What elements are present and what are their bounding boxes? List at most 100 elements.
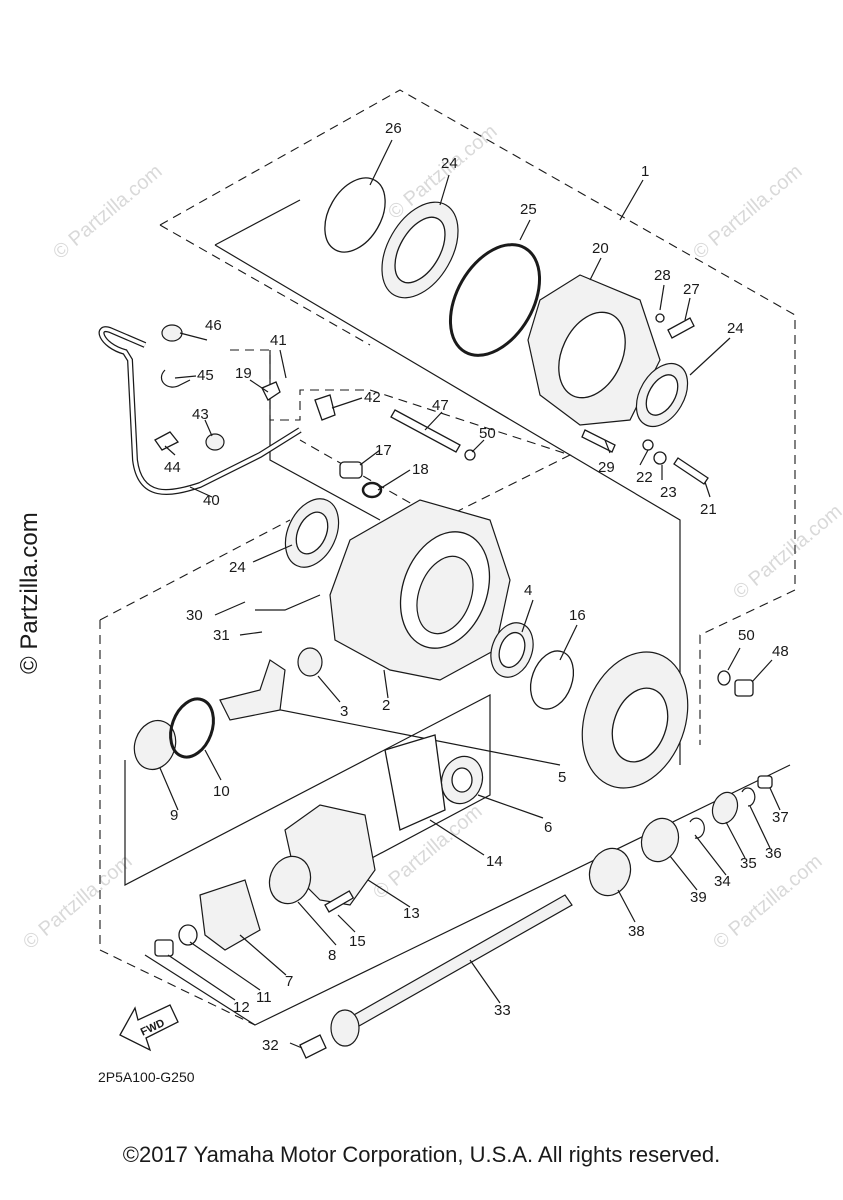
callout-45: 44 xyxy=(164,459,181,476)
washer-50 xyxy=(717,670,731,686)
watermark: © Partzilla.com xyxy=(19,850,136,953)
callout-31: 30 xyxy=(186,607,203,624)
callout-13: 13 xyxy=(403,905,420,922)
circlip-37 xyxy=(741,787,756,807)
gear-9 xyxy=(133,719,177,771)
callout-41: 40 xyxy=(203,492,220,509)
callout-2: 2 xyxy=(382,697,390,714)
watermark: © Partzilla.com xyxy=(49,160,166,263)
watermark: © Partzilla.com xyxy=(729,500,843,603)
callout-26: 25 xyxy=(520,201,537,218)
diagram-code: 2P5A100-G250 xyxy=(98,1069,195,1085)
o-ring-18 xyxy=(361,481,383,499)
watermark: © Partzilla.com xyxy=(689,160,806,263)
callout-37: 36 xyxy=(765,845,782,862)
clip-43 xyxy=(314,394,336,421)
callout-29: 28 xyxy=(654,267,671,284)
washer-11 xyxy=(178,924,198,946)
callout-50a: 50 xyxy=(479,425,496,442)
callout-18: 18 xyxy=(412,461,429,478)
callout-24b: 24 xyxy=(229,559,246,576)
clip-45 xyxy=(154,431,180,451)
copyright-notice: ©2017 Yamaha Motor Corporation, U.S.A. A… xyxy=(122,1142,721,1167)
callout-10: 10 xyxy=(213,783,230,800)
callout-1: 1 xyxy=(641,163,649,180)
callout-44: 43 xyxy=(192,406,209,423)
callout-16: 16 xyxy=(569,607,586,624)
bolt-48 xyxy=(390,409,461,453)
bolt-30 xyxy=(581,429,616,453)
callout-46: 45 xyxy=(197,367,214,384)
plug-17 xyxy=(339,461,363,479)
bearing-36 xyxy=(711,791,739,825)
cap-47 xyxy=(161,324,183,342)
callout-23: 23 xyxy=(660,484,677,501)
gasket-14 xyxy=(384,734,446,831)
callout-25: 24 xyxy=(441,155,458,172)
callout-14: 14 xyxy=(486,853,503,870)
drive-shaft-34 xyxy=(344,894,573,1031)
callout-19: 19 xyxy=(235,365,252,382)
callout-9: 9 xyxy=(170,807,178,824)
callout-12: 12 xyxy=(233,999,250,1016)
callout-35: 34 xyxy=(714,873,731,890)
pinion-gear xyxy=(219,659,286,721)
callout-8: 8 xyxy=(328,947,336,964)
o-ring-10 xyxy=(169,697,215,759)
callout-50b: 50 xyxy=(738,627,755,644)
callout-17: 17 xyxy=(375,442,392,459)
callout-21: 21 xyxy=(700,501,717,518)
callout-48: 47 xyxy=(432,397,449,414)
collar-3 xyxy=(297,647,323,677)
coupling-39 xyxy=(588,847,632,897)
vertical-watermark: © Partzilla.com xyxy=(16,512,43,674)
callout-24a: 24 xyxy=(727,320,744,337)
callout-30: 29 xyxy=(598,459,615,476)
callout-labels: 26 24 25 1 20 28 27 24 46 41 19 45 42 47… xyxy=(98,120,789,1085)
ring-27 xyxy=(324,177,386,253)
callout-32: 31 xyxy=(213,627,230,644)
shim-16 xyxy=(529,650,575,710)
callout-47: 46 xyxy=(205,317,222,334)
callout-27: 26 xyxy=(385,120,402,137)
bolt-28 xyxy=(667,317,695,339)
callout-22: 22 xyxy=(636,469,653,486)
callout-5: 5 xyxy=(558,769,566,786)
stud-21 xyxy=(673,457,709,485)
callout-42: 41 xyxy=(270,332,287,349)
callout-11: 11 xyxy=(256,989,272,1006)
callout-7: 7 xyxy=(285,973,293,990)
callout-4: 4 xyxy=(524,582,532,599)
watermark: © Partzilla.com xyxy=(709,850,826,953)
callout-3: 3 xyxy=(340,703,348,720)
callout-6: 6 xyxy=(544,819,552,836)
flange-7 xyxy=(199,879,261,951)
callout-15: 15 xyxy=(349,933,366,950)
callout-38: 37 xyxy=(772,809,789,826)
clamp-46 xyxy=(160,369,191,388)
seal-8 xyxy=(268,855,312,905)
callout-43: 42 xyxy=(364,389,381,406)
fwd-arrow: FWD xyxy=(119,1004,179,1052)
clamp-44 xyxy=(205,433,225,451)
callout-40: 39 xyxy=(690,889,707,906)
callout-39: 38 xyxy=(628,923,645,940)
union-19 xyxy=(261,381,281,401)
callout-49: 48 xyxy=(772,643,789,660)
bolt-15 xyxy=(324,890,355,913)
o-ring-26 xyxy=(448,243,542,357)
parts xyxy=(98,177,773,1059)
spring-33 xyxy=(299,1034,327,1059)
nut-12 xyxy=(154,939,174,957)
callout-36: 35 xyxy=(740,855,757,872)
plug-38 xyxy=(757,775,773,789)
coupling-40 xyxy=(640,817,680,863)
callout-28: 27 xyxy=(683,281,700,298)
circlip-35 xyxy=(689,817,705,839)
nut-49 xyxy=(734,679,754,697)
callout-33: 32 xyxy=(262,1037,279,1054)
callout-20: 20 xyxy=(592,240,609,257)
callout-34: 33 xyxy=(494,1002,511,1019)
leader-lines xyxy=(159,139,781,1049)
